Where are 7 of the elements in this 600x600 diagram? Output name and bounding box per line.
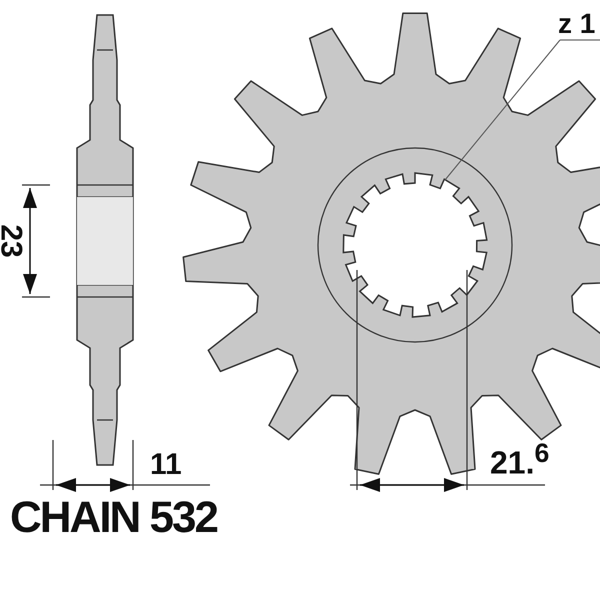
dimension-value: 21.$^{6}$ xyxy=(490,440,550,479)
tooth-count-label: z 1 xyxy=(558,10,596,38)
leader-line xyxy=(444,40,560,180)
dimension-value: 11 xyxy=(150,450,182,480)
spline-bore xyxy=(342,172,488,318)
chain-size-label: CHAIN 532 xyxy=(10,496,217,540)
dimension-value: 23 xyxy=(0,224,26,258)
